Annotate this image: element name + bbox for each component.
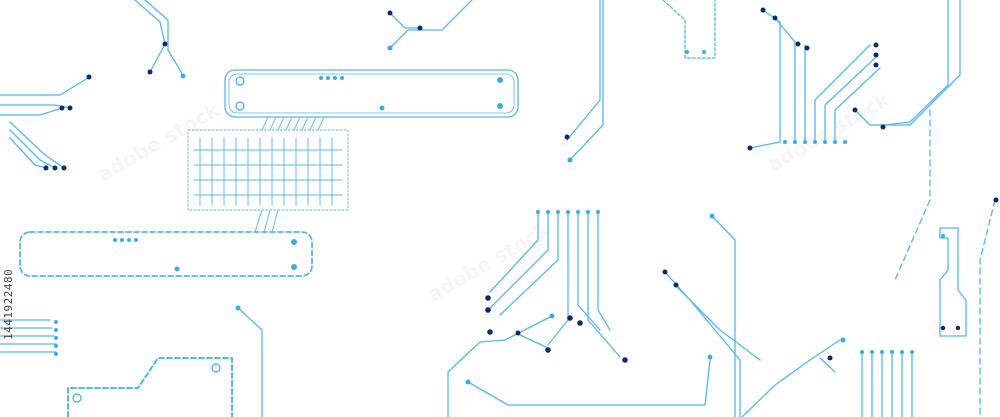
traces-top-middle: [389, 0, 716, 161]
chip-bus-lines: [261, 116, 325, 131]
chip-comb: [187, 129, 349, 233]
light-blue-dots: [54, 45, 945, 403]
stock-image-id: 1441922480: [2, 268, 15, 340]
traces-top-left: [0, 0, 184, 169]
traces-top-right: [749, 0, 996, 417]
traces-bottom-left: [0, 307, 263, 417]
navy-dots: [43, 7, 999, 363]
top-slot-outline: [224, 69, 519, 118]
left-slot-outline: [19, 231, 313, 277]
center-bus: [447, 211, 913, 417]
